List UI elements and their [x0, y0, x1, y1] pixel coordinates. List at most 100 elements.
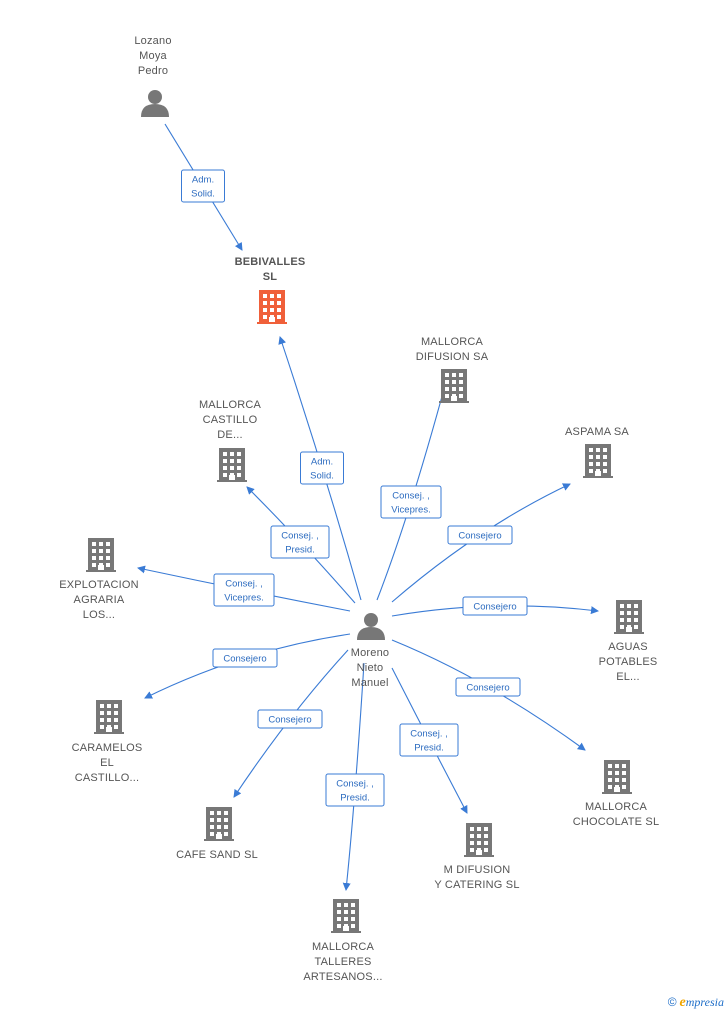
- node-label: Pedro: [138, 65, 168, 77]
- node-explotacion[interactable]: EXPLOTACIONAGRARIALOS...: [59, 538, 139, 621]
- relation-label-text: Consej. ,: [225, 579, 263, 590]
- node-label: MALLORCA: [312, 941, 375, 953]
- edge-moreno-to-bebivalles: Adm. Solid.: [278, 336, 362, 601]
- edge-moreno-to-mallorca_castillo: Consej. ,Presid.: [246, 486, 356, 604]
- empresia-watermark: ©empresia: [668, 995, 724, 1011]
- node-label: Y CATERING SL: [434, 879, 519, 891]
- edge-moreno-to-mallorca_talleres: Consej. , Presid.: [325, 662, 385, 891]
- edge-moreno-to-explotacion: Consej. , Vicepres.: [137, 565, 351, 612]
- node-label: BEBIVALLES: [235, 256, 306, 268]
- relation-label-box: [270, 525, 330, 559]
- relation-label-box: [181, 169, 225, 203]
- node-label: POTABLES: [599, 656, 658, 668]
- relation-label[interactable]: Consejero: [447, 525, 513, 545]
- relation-label-box: [380, 485, 442, 519]
- node-label: M DIFUSION: [444, 864, 511, 876]
- node-label: CASTILLO...: [75, 772, 140, 784]
- relation-label-box: [399, 723, 459, 757]
- edge-moreno-to-mallorca_chocolate: Consejero: [391, 639, 586, 751]
- relation-label-text: Consejero: [473, 602, 516, 613]
- node-aguas[interactable]: AGUAS POTABLES EL...: [599, 600, 658, 683]
- building-icon: [86, 538, 116, 572]
- building-icon: [602, 760, 632, 794]
- relation-label-box: [325, 773, 385, 807]
- node-cafe_sand[interactable]: CAFE SAND SL: [176, 807, 258, 861]
- relation-label[interactable]: Consej. , Vicepres.: [213, 573, 275, 607]
- relation-label-text: Vicepres.: [224, 593, 263, 604]
- building-icon: [204, 807, 234, 841]
- node-mallorca_castillo[interactable]: MALLORCACASTILLODE...: [199, 399, 262, 482]
- building-icon: [331, 899, 361, 933]
- node-label: AGUAS: [608, 641, 648, 653]
- building-icon: [614, 600, 644, 634]
- node-label: ASPAMA SA: [565, 426, 629, 438]
- relation-label-text: Presid.: [414, 743, 444, 754]
- relation-label-text: Adm.: [311, 457, 333, 468]
- relation-label[interactable]: Consejero: [257, 709, 323, 729]
- relation-label[interactable]: Adm. Solid.: [181, 169, 225, 203]
- building-icon: [217, 448, 247, 482]
- relation-label-box: [455, 677, 521, 697]
- node-label: CASTILLO: [203, 414, 258, 426]
- relation-label-text: Vicepres.: [391, 505, 430, 516]
- relation-label-box: [447, 525, 513, 545]
- node-label: Moreno: [351, 647, 390, 659]
- relation-label-box: [257, 709, 323, 729]
- node-caramelos[interactable]: CARAMELOSELCASTILLO...: [72, 700, 143, 784]
- node-label: TALLERES: [314, 956, 371, 968]
- relation-label[interactable]: Consejero: [462, 596, 528, 616]
- building-icon: [439, 369, 469, 403]
- relation-label-text: Consej. ,: [336, 779, 374, 790]
- node-mallorca_difusion[interactable]: MALLORCA DIFUSION SA: [416, 336, 489, 403]
- node-label: CHOCOLATE SL: [573, 816, 660, 828]
- node-label: DE...: [217, 429, 242, 441]
- relation-label-text: Presid.: [340, 793, 370, 804]
- relation-label[interactable]: Consejero: [455, 677, 521, 697]
- relation-label-text: Solid.: [310, 471, 334, 482]
- node-label: Lozano: [134, 35, 171, 47]
- relation-label-text: Consejero: [268, 715, 311, 726]
- node-label: Nieto: [357, 662, 384, 674]
- copyright-symbol: ©: [667, 995, 677, 1009]
- edge-moreno-to-caramelos: Consejero: [144, 633, 351, 699]
- node-label: Manuel: [351, 677, 388, 689]
- relation-label-text: Solid.: [191, 189, 215, 200]
- node-label: CAFE SAND SL: [176, 849, 258, 861]
- node-label: Moya: [139, 50, 167, 62]
- relation-label[interactable]: Consejero: [212, 648, 278, 668]
- relation-label[interactable]: Consej. ,Presid.: [270, 525, 330, 559]
- node-label: MALLORCA: [421, 336, 484, 348]
- relation-label[interactable]: Consej. , Presid.: [399, 723, 459, 757]
- node-label: EL...: [616, 671, 640, 683]
- node-label: DIFUSION SA: [416, 351, 489, 363]
- relation-label-text: Consejero: [223, 654, 266, 665]
- edge-moreno-to-mallorca_difusion: Consej. , Vicepres.: [376, 377, 450, 601]
- node-label: MALLORCA: [585, 801, 648, 813]
- edge-moreno-to-m_difusion: Consej. , Presid.: [391, 667, 468, 814]
- building-icon: [583, 444, 613, 478]
- person-icon: [141, 90, 169, 117]
- node-mallorca_chocolate[interactable]: MALLORCA CHOCOLATE SL: [573, 760, 660, 828]
- relation-label-text: Adm.: [192, 175, 214, 186]
- node-mallorca_talleres[interactable]: MALLORCATALLERESARTESANOS...: [303, 899, 382, 983]
- relation-label-text: Presid.: [285, 545, 315, 556]
- relation-label-text: Consej. ,: [392, 491, 430, 502]
- node-aspama[interactable]: ASPAMA SA: [565, 426, 629, 478]
- relation-label-box: [212, 648, 278, 668]
- node-label: EXPLOTACION: [59, 579, 139, 591]
- node-label: LOS...: [83, 609, 115, 621]
- relation-label[interactable]: Consej. , Vicepres.: [380, 485, 442, 519]
- edge-lozano-to-bebivalles: Adm. Solid.: [164, 123, 243, 251]
- edge-moreno-to-aspama: Consejero: [391, 483, 571, 603]
- node-m_difusion[interactable]: M DIFUSION Y CATERING SL: [434, 823, 519, 891]
- edge-moreno-to-aguas: Consejero: [391, 596, 599, 617]
- relation-label[interactable]: Consej. , Presid.: [325, 773, 385, 807]
- node-label: EL: [100, 757, 114, 769]
- relation-label-text: Consej. ,: [410, 729, 448, 740]
- relation-label-text: Consejero: [466, 683, 509, 694]
- relation-label[interactable]: Adm. Solid.: [300, 451, 344, 485]
- person-icon: [357, 613, 385, 640]
